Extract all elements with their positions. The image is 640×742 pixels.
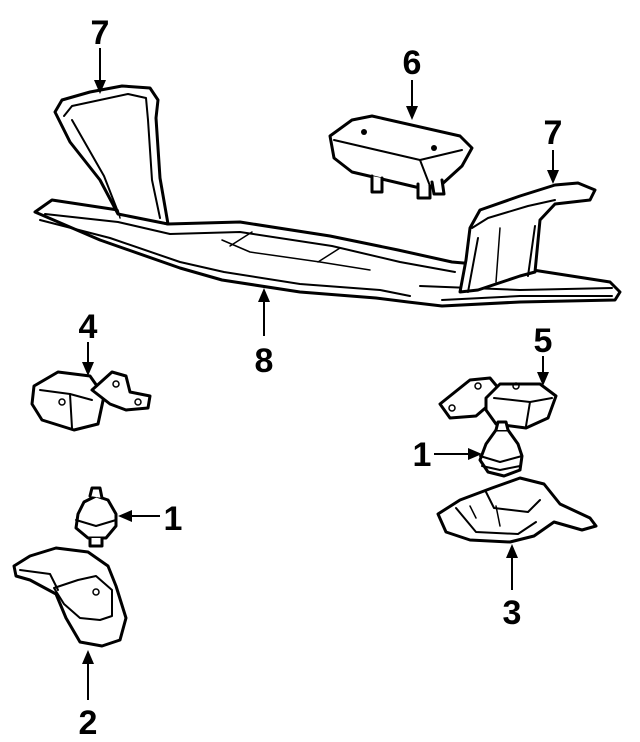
callout-6: 6 [403,44,422,82]
callout-8: 8 [255,342,274,380]
left-engine-support [12,546,128,648]
callout-5: 5 [534,322,553,360]
right-engine-support [436,476,598,544]
left-support-arm [53,84,170,226]
callout-4: 4 [79,308,98,346]
callout-1-left: 1 [164,500,183,538]
callout-leaders [82,48,559,700]
right-insulator [478,420,524,478]
bolt-hole-icon [431,145,437,151]
callout-3: 3 [503,594,522,632]
right-support-arm [458,181,597,294]
callout-1-right: 1 [413,436,432,474]
bolt-hole-icon [361,129,367,135]
left-bracket-mount [30,370,152,432]
callout-7-right: 7 [544,114,563,152]
right-bracket-mount [438,376,558,430]
callout-7-left: 7 [91,14,110,52]
left-insulator [74,486,118,548]
transmission-mount [328,114,474,200]
callout-2: 2 [79,704,98,742]
callout-labels: 7 6 7 4 8 5 1 1 3 2 [79,14,563,742]
